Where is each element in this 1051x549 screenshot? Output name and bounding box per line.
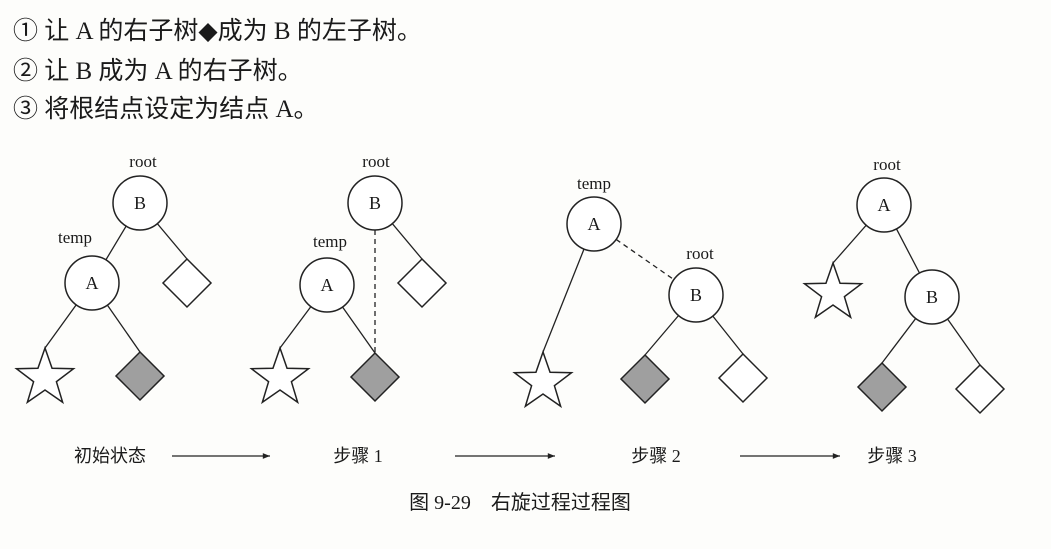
tree-step-3: root A B	[802, 155, 1006, 415]
node-a-label: A	[588, 214, 601, 234]
node-a-circle	[64, 255, 120, 311]
node-b-label: B	[369, 193, 381, 213]
step-label-2: 步骤 2	[631, 446, 681, 466]
empty-diamond-icon	[161, 257, 213, 309]
empty-diamond-icon	[396, 257, 448, 309]
instruction-line-3: ③ 将根结点设定为结点 A。	[13, 95, 319, 123]
temp-pointer-label: temp	[58, 228, 92, 247]
tree-initial-state: root B temp A	[14, 152, 213, 405]
node-a-label: A	[86, 273, 99, 293]
node-a-circle	[299, 257, 355, 313]
instruction-list: ① 让 A 的右子树◆成为 B 的左子树。 ② 让 B 成为 A 的右子树。 ③…	[13, 17, 422, 123]
empty-diamond-icon	[717, 352, 769, 404]
figure-caption: 图 9-29 右旋过程过程图	[409, 491, 631, 514]
star-icon	[512, 349, 574, 409]
filled-diamond-icon	[856, 361, 908, 413]
instruction-line-2: ② 让 B 成为 A 的右子树。	[13, 57, 303, 85]
node-b-circle	[347, 175, 403, 231]
step-label-3: 步骤 3	[867, 446, 917, 466]
temp-pointer-label: temp	[313, 232, 347, 251]
step-sequence: 初始状态 步骤 1 步骤 2 步骤 3	[74, 446, 917, 466]
filled-diamond-icon	[114, 350, 166, 402]
node-b-label: B	[690, 285, 702, 305]
empty-diamond-icon	[954, 363, 1006, 415]
node-a-circle	[566, 196, 622, 252]
star-icon	[249, 345, 311, 405]
step-label-1: 步骤 1	[333, 446, 383, 466]
filled-diamond-icon	[619, 353, 671, 405]
tree-step-1: root B temp A	[249, 152, 448, 405]
star-icon	[802, 260, 864, 320]
node-b-circle	[112, 175, 168, 231]
node-b-circle	[668, 267, 724, 323]
root-pointer-label: root	[873, 155, 901, 174]
step-label-initial: 初始状态	[74, 446, 146, 466]
root-pointer-label: root	[362, 152, 390, 171]
root-pointer-label: root	[686, 244, 714, 263]
node-b-label: B	[134, 193, 146, 213]
instruction-line-1: ① 让 A 的右子树◆成为 B 的左子树。	[13, 17, 422, 45]
node-a-label: A	[878, 195, 891, 215]
node-a-circle	[856, 177, 912, 233]
root-pointer-label: root	[129, 152, 157, 171]
temp-pointer-label: temp	[577, 174, 611, 193]
star-icon	[14, 345, 76, 405]
node-b-label: B	[926, 287, 938, 307]
filled-diamond-icon	[349, 351, 401, 403]
node-b-circle	[904, 269, 960, 325]
tree-step-2: temp A root B	[512, 174, 769, 409]
node-a-label: A	[321, 275, 334, 295]
